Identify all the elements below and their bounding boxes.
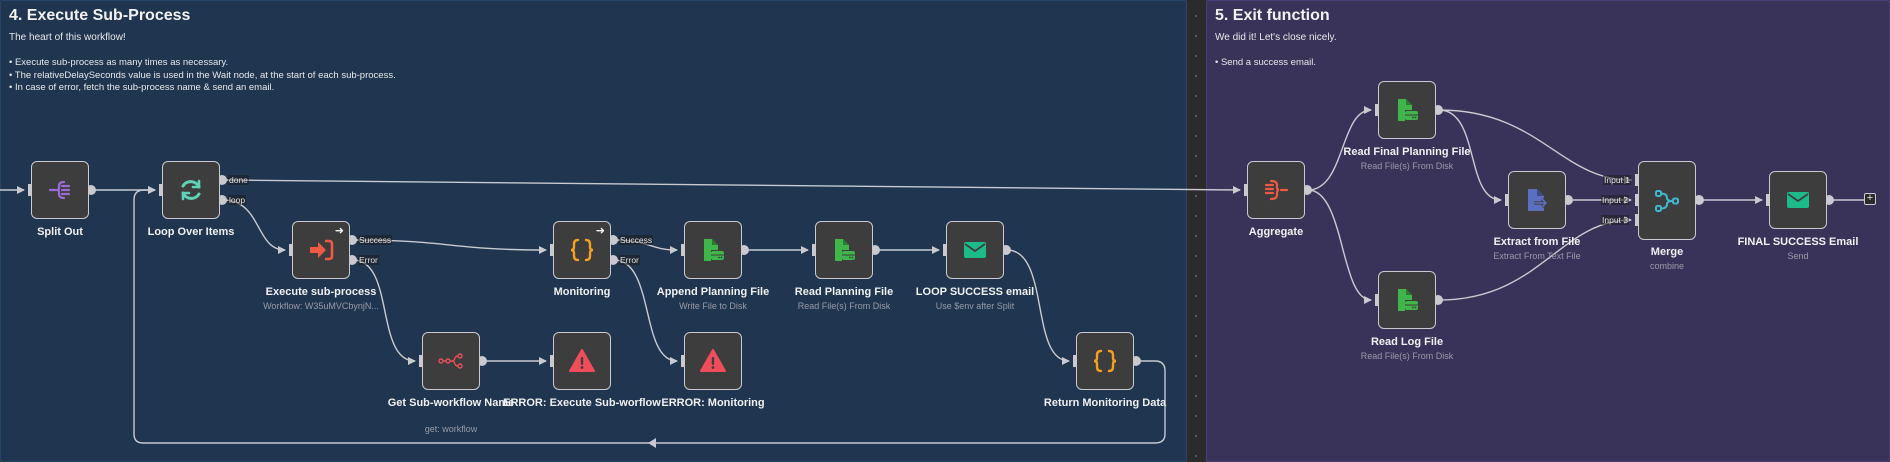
node-label: Execute sub-process	[265, 286, 377, 298]
sticky-bullet: Send a success email.	[1215, 57, 1316, 70]
node-label: Aggregate	[1248, 226, 1304, 238]
connection[interactable]	[1006, 249, 1070, 365]
node-label: FINAL SUCCESS Email	[1737, 236, 1859, 248]
node-subtitle: Workflow: W35uMVCbynjN...	[263, 301, 379, 311]
loop-icon	[181, 179, 201, 201]
merge-icon	[1655, 189, 1679, 212]
input-label-2: Input 2	[1601, 195, 1629, 205]
output-label-done: done	[228, 175, 249, 185]
node-subtitle: Write File to Disk	[679, 301, 747, 311]
connection-done[interactable]	[222, 179, 1241, 194]
node-subtitle: Read File(s) From Disk	[1360, 161, 1454, 171]
execute-workflow-icon	[310, 239, 334, 261]
output-label-success: Success	[358, 235, 393, 245]
node-aggregate[interactable]	[1247, 161, 1305, 219]
node-label: Get Sub-workflow Name	[387, 397, 515, 409]
node-append-planning-file[interactable]	[684, 221, 742, 279]
node-subtitle: combine	[1649, 261, 1685, 271]
input-label-1: Input 1	[1603, 175, 1631, 185]
node-subtitle: Read File(s) From Disk	[797, 301, 891, 311]
node-label: Return Monitoring Data	[1043, 397, 1167, 409]
sticky-intro: We did it! Let's close nicely.	[1215, 32, 1337, 43]
node-error-monitoring[interactable]	[684, 332, 742, 390]
email-icon	[1787, 192, 1809, 208]
output-label-success: Success	[619, 235, 654, 245]
output-label-error: Error	[619, 255, 640, 265]
sticky-title: 5. Exit function	[1215, 7, 1330, 24]
plus-icon: +	[1866, 192, 1874, 204]
node-read-planning-file[interactable]	[815, 221, 873, 279]
code-braces-icon	[1093, 349, 1117, 373]
node-merge[interactable]	[1638, 161, 1696, 240]
add-node-button[interactable]: +	[1864, 193, 1876, 205]
arrow-right-icon: ➜	[595, 225, 605, 237]
node-read-log-file[interactable]	[1378, 271, 1436, 329]
node-label: Read Planning File	[794, 286, 894, 298]
connection-loop[interactable]	[222, 199, 286, 254]
output-label-loop: loop	[228, 195, 247, 205]
node-return-monitoring-data[interactable]	[1076, 332, 1134, 390]
node-label: ERROR: Monitoring	[661, 397, 765, 409]
node-label: Merge	[1650, 246, 1684, 258]
file-disk-icon	[835, 239, 855, 261]
email-icon	[964, 242, 986, 258]
node-label: Read Log File	[1370, 336, 1444, 348]
node-label: LOOP SUCCESS email	[915, 286, 1035, 298]
node-subtitle: get: workflow	[424, 424, 478, 434]
aggregate-icon	[1264, 179, 1289, 201]
node-final-success-email[interactable]	[1769, 171, 1827, 229]
arrow-right-icon: ➜	[334, 225, 344, 237]
sticky-bullet: In case of error, fetch the sub-process …	[9, 82, 396, 95]
node-subtitle: Extract From Text File	[1493, 251, 1581, 261]
node-label: Split Out	[37, 226, 83, 238]
output-label-error: Error	[358, 255, 379, 265]
node-get-sub-workflow-name[interactable]	[422, 332, 480, 390]
node-loop-success-email[interactable]	[946, 221, 1004, 279]
sticky-bullet: The relativeDelaySeconds value is used i…	[9, 70, 396, 83]
node-execute-sub-process[interactable]: ➜	[292, 221, 350, 279]
input-handles[interactable]	[28, 104, 1770, 367]
node-split-out[interactable]	[31, 161, 89, 219]
loop-back-arrow	[648, 438, 656, 448]
connection[interactable]	[1307, 189, 1372, 304]
warning-icon	[700, 349, 726, 372]
sticky-intro: The heart of this workflow!	[9, 32, 126, 43]
node-label: Extract from File	[1493, 236, 1581, 248]
node-error-execute-sub-workflow[interactable]	[553, 332, 611, 390]
file-extract-icon	[1528, 189, 1549, 211]
connection[interactable]	[1438, 109, 1502, 204]
warning-icon	[569, 349, 595, 372]
connection[interactable]	[1307, 106, 1372, 191]
file-disk-icon	[704, 239, 724, 261]
split-out-icon	[48, 180, 71, 200]
sticky-title: 4. Execute Sub-Process	[9, 7, 191, 24]
node-monitoring[interactable]: ➜	[553, 221, 611, 279]
node-subtitle: Send	[1787, 251, 1809, 261]
node-label: Append Planning File	[656, 286, 770, 298]
file-disk-icon	[1398, 289, 1418, 311]
node-read-final-planning-file[interactable]	[1378, 81, 1436, 139]
sticky-bullet: Execute sub-process as many times as nec…	[9, 57, 396, 70]
code-braces-icon	[570, 238, 594, 262]
node-subtitle: Read File(s) From Disk	[1360, 351, 1454, 361]
node-label: Monitoring	[553, 286, 611, 298]
node-label: Loop Over Items	[147, 226, 235, 238]
sticky-bullets: Send a success email.	[1215, 57, 1316, 70]
node-subtitle: Use $env after Split	[935, 301, 1015, 311]
node-label: ERROR: Execute Sub-worflow	[503, 397, 661, 409]
file-disk-icon	[1398, 99, 1418, 121]
node-extract-from-file[interactable]	[1508, 171, 1566, 229]
sticky-bullets: Execute sub-process as many times as nec…	[9, 57, 396, 95]
input-label-3: Input 3	[1601, 215, 1629, 225]
n8n-icon	[438, 353, 463, 369]
node-label: Read Final Planning File	[1343, 146, 1471, 158]
node-loop-over-items[interactable]	[162, 161, 220, 219]
